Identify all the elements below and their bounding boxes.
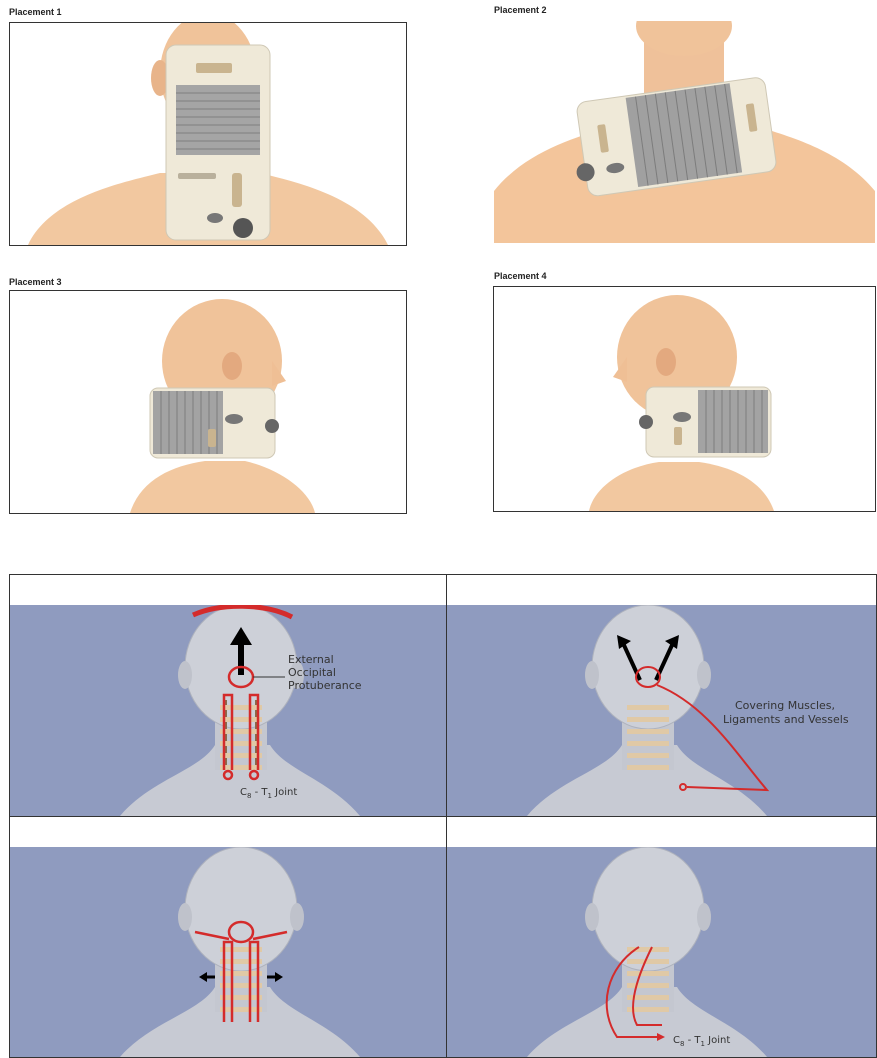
diagram-panel-vertical-lift: External Occipital Protuberance C8 - T1 … (10, 605, 446, 816)
diagram-panel-joint-path: C8 - T1 Joint (447, 847, 876, 1057)
label-covering-muscles: Covering Muscles, (735, 699, 835, 712)
placement-1-image (9, 22, 407, 246)
placement-4-caption: Placement 4 (494, 271, 547, 281)
grid-divider-horizontal (10, 816, 876, 817)
placement-2-image (493, 20, 876, 244)
diagram-panel-lateral-spread (10, 847, 446, 1057)
placement-3-illustration (10, 291, 406, 513)
placement-2-caption: Placement 2 (494, 5, 547, 15)
placement-3-image (9, 290, 407, 514)
label-occipital: Occipital (288, 666, 336, 679)
placement-2-illustration (494, 21, 875, 243)
placement-1-illustration (10, 23, 406, 245)
label-ligaments-vessels: Ligaments and Vessels (723, 713, 849, 726)
placement-1-caption: Placement 1 (9, 7, 62, 17)
label-external: External (288, 653, 334, 666)
traction-diagram-grid: External Occipital Protuberance C8 - T1 … (9, 574, 877, 1058)
diagram-panel-covering-muscles: Covering Muscles, Ligaments and Vessels (447, 605, 876, 816)
placement-3-caption: Placement 3 (9, 277, 62, 287)
placement-4-illustration (494, 287, 875, 511)
placement-4-image (493, 286, 876, 512)
label-protuberance: Protuberance (288, 679, 362, 692)
